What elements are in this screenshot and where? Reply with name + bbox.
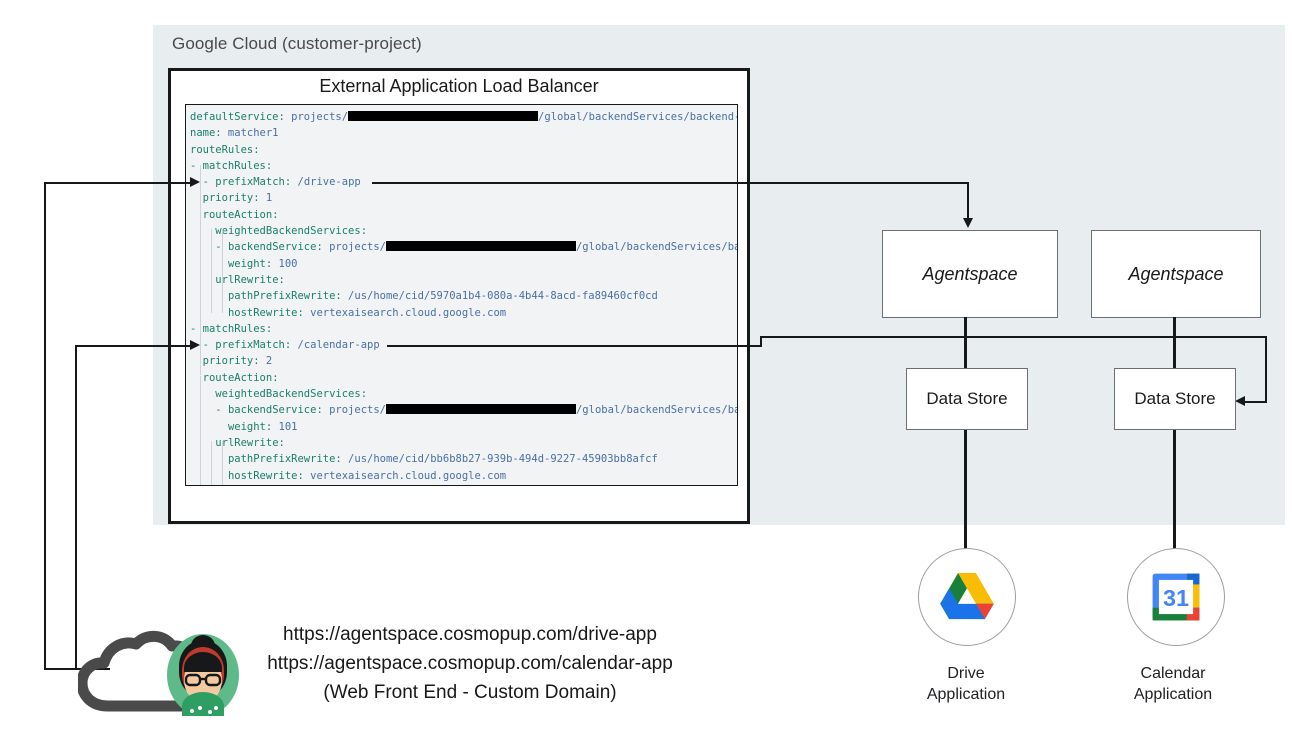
calendar-caption-line2: Application bbox=[1133, 686, 1213, 703]
calendar-application-caption: Calendar Application bbox=[1078, 663, 1268, 705]
cloud-user-icon bbox=[76, 630, 239, 716]
datastore-drive-box[interactable]: Data Store bbox=[906, 368, 1028, 430]
cloud-user-figure bbox=[76, 618, 258, 718]
google-calendar-icon: 31 bbox=[1152, 573, 1200, 621]
calendar-route-arrowhead-into-datastore bbox=[1235, 396, 1245, 406]
calendar-caption-line1: Calendar bbox=[1140, 665, 1206, 682]
front-end-to-routes-connector bbox=[44, 668, 110, 670]
agentspace-drive-to-datastore-link bbox=[964, 317, 967, 369]
drive-route-right-horizontal bbox=[372, 182, 969, 184]
calendar-application-circle[interactable]: 31 bbox=[1127, 548, 1225, 646]
yaml-content: defaultService: projects//global/backend… bbox=[190, 111, 738, 482]
drive-route-left-vertical bbox=[44, 182, 46, 669]
drive-route-left-horizontal bbox=[44, 182, 192, 184]
agentspace-calendar-box[interactable]: Agentspace bbox=[1091, 230, 1261, 318]
calendar-day-number: 31 bbox=[1163, 585, 1189, 611]
calendar-route-right-horizontal-a bbox=[387, 345, 762, 347]
drive-caption-line2: Application bbox=[926, 686, 1006, 703]
calendar-route-right-step bbox=[760, 336, 762, 346]
agentspace-calendar-to-datastore-link bbox=[1173, 317, 1176, 369]
front-end-note: (Web Front End - Custom Domain) bbox=[323, 682, 617, 703]
calendar-route-arrowhead-into-yaml bbox=[190, 340, 200, 350]
drive-route-arrowhead-into-yaml bbox=[190, 177, 200, 187]
google-cloud-panel-label: Google Cloud (customer-project) bbox=[172, 34, 422, 53]
url-calendar-app: https://agentspace.cosmopup.com/calendar… bbox=[267, 653, 673, 674]
drive-route-right-vertical bbox=[967, 182, 969, 220]
url-drive-app: https://agentspace.cosmopup.com/drive-ap… bbox=[283, 624, 657, 645]
drive-application-caption: Drive Application bbox=[871, 663, 1061, 705]
google-drive-icon bbox=[940, 573, 994, 620]
calendar-route-left-horizontal bbox=[75, 345, 192, 347]
calendar-route-left-vertical bbox=[75, 345, 77, 669]
drive-caption-line1: Drive bbox=[947, 665, 985, 682]
datastore-calendar-to-app-link bbox=[1173, 430, 1176, 555]
drive-application-circle[interactable] bbox=[918, 548, 1016, 646]
agentspace-drive-box[interactable]: Agentspace bbox=[882, 230, 1058, 318]
calendar-route-right-vertical bbox=[1265, 336, 1267, 402]
drive-route-arrowhead-into-agentspace bbox=[963, 218, 973, 228]
url-map-yaml-code-block: defaultService: projects//global/backend… bbox=[185, 104, 738, 486]
front-end-urls: https://agentspace.cosmopup.com/drive-ap… bbox=[230, 620, 710, 707]
datastore-drive-to-app-link bbox=[964, 430, 967, 555]
calendar-route-right-horizontal-b bbox=[760, 336, 1267, 338]
datastore-calendar-box[interactable]: Data Store bbox=[1114, 368, 1236, 430]
load-balancer-title: External Application Load Balancer bbox=[319, 76, 599, 96]
calendar-route-into-datastore bbox=[1245, 401, 1267, 403]
